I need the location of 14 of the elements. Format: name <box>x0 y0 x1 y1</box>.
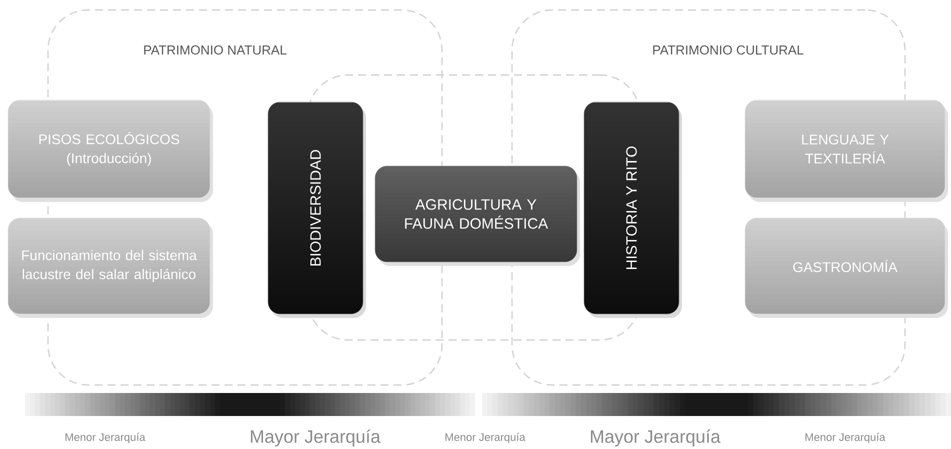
hierarchy-label: Menor Jerarquía <box>66 432 146 444</box>
hierarchy-label: Menor Jerarquía <box>446 432 526 444</box>
topic-box: LENGUAJE Y TEXTILERÍA <box>744 100 948 202</box>
hierarchy-label: Mayor Jerarquía <box>590 430 720 446</box>
hierarchy-label: Menor Jerarquía <box>806 432 886 444</box>
vertical-box: BIODIVERSIDAD <box>268 102 366 318</box>
region-title: PATRIMONIO NATURAL <box>144 45 286 55</box>
hierarchy-label: Mayor Jerarquía <box>250 430 380 446</box>
topic-box: AGRICULTURA Y FAUNA DOMÉSTICA <box>374 166 580 266</box>
topic-box: PISOS ECOLÓGICOS (Introducción) <box>8 100 213 202</box>
topic-box: GASTRONOMÍA <box>744 218 948 318</box>
vertical-box: HISTORIA Y RITO <box>584 102 682 318</box>
topic-box: Funcionamiento del sistema lacustre del salar altiplánico <box>8 218 213 318</box>
region-title: PATRIMONIO CULTURAL <box>653 45 804 55</box>
